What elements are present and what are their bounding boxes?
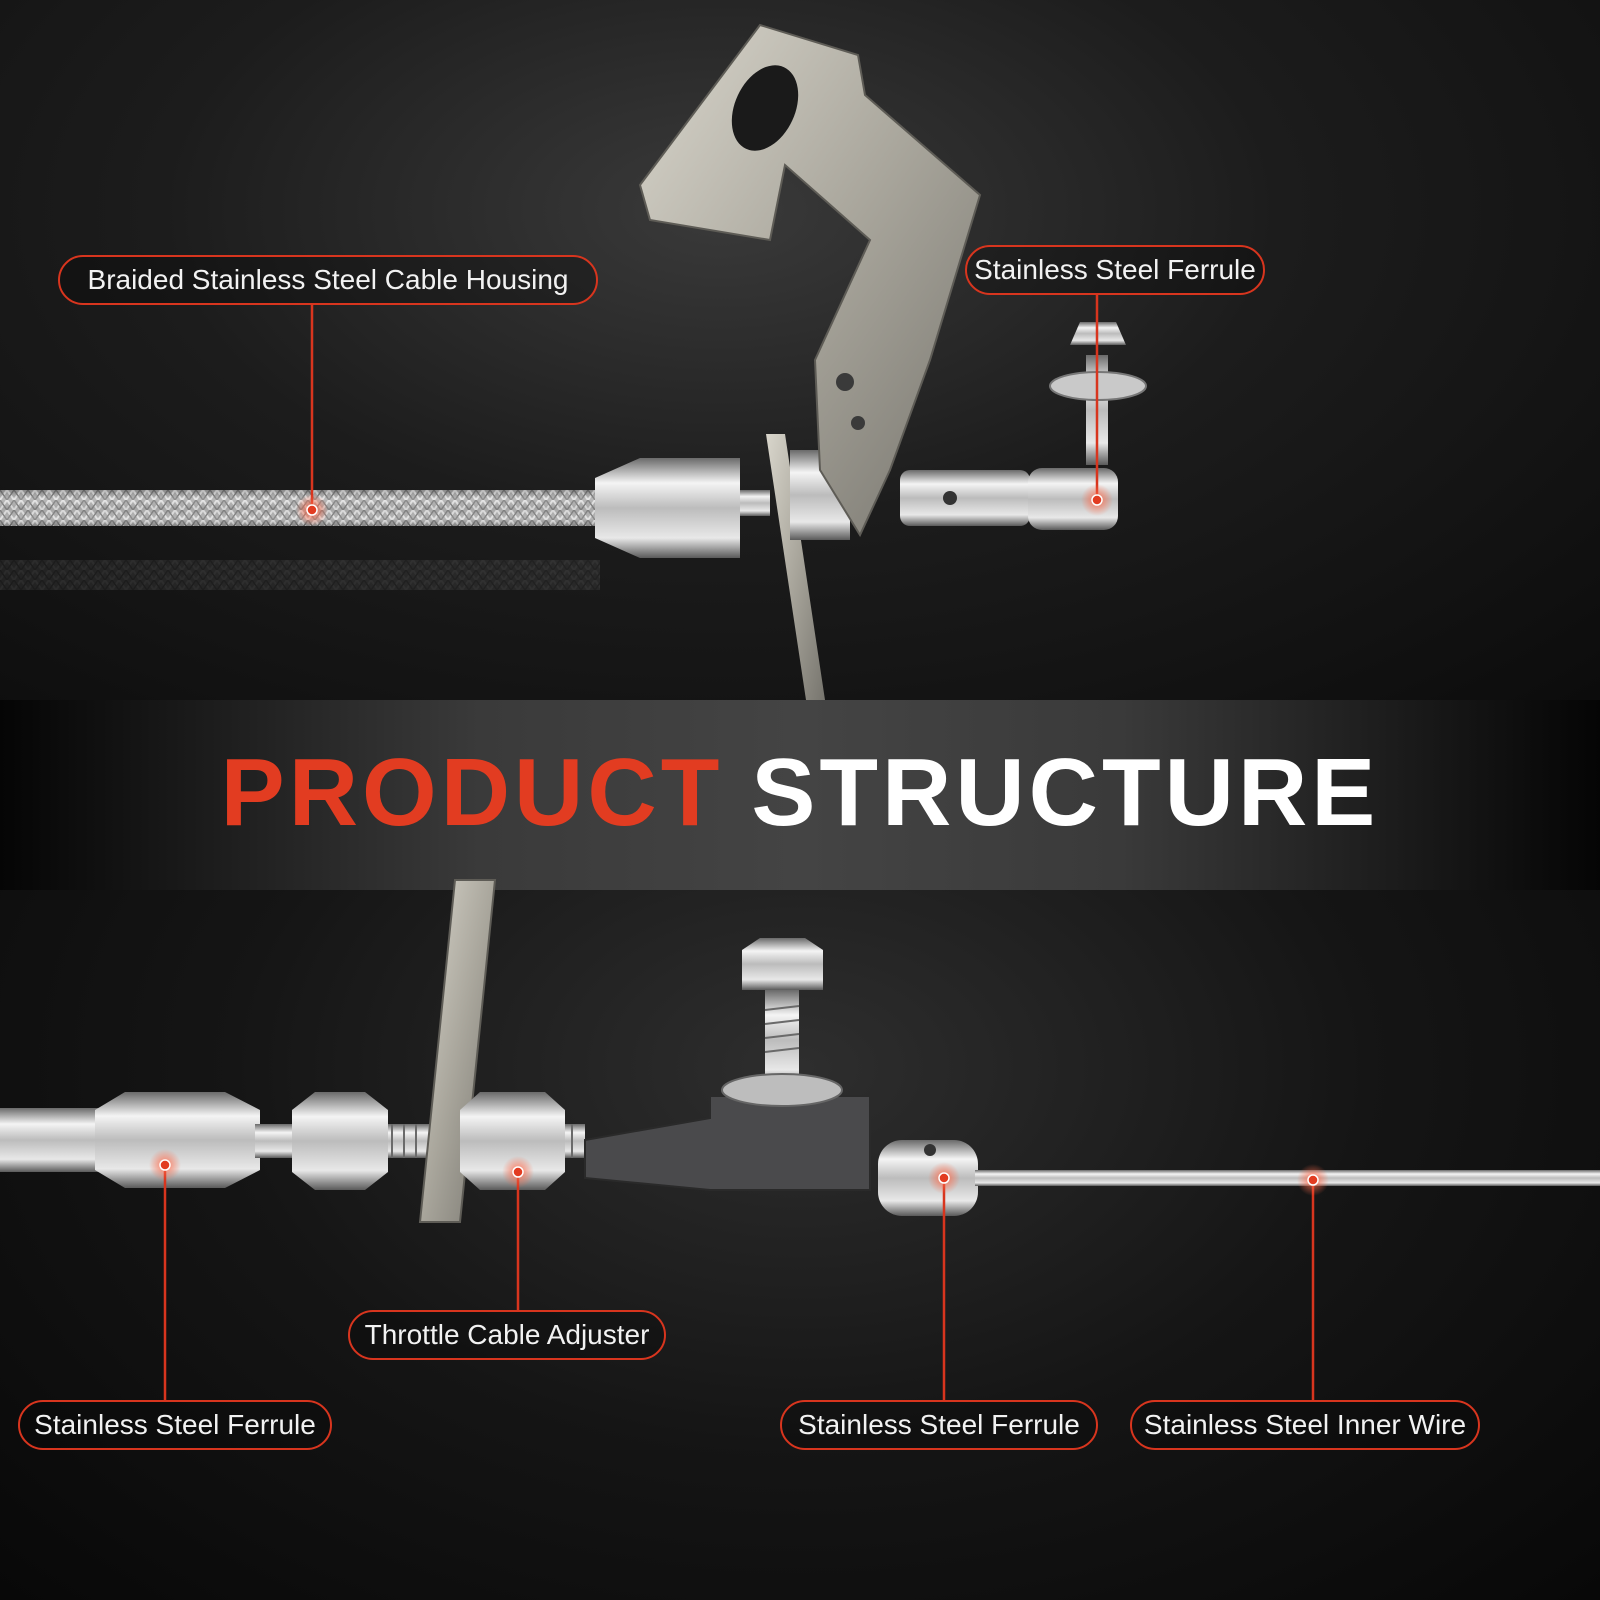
top-hex-fitting: [595, 458, 740, 558]
inner-wire: [975, 1170, 1600, 1186]
top-assembly: [0, 23, 1147, 700]
title-word-product: PRODUCT: [220, 739, 724, 846]
callout-braided-housing: Braided Stainless Steel Cable Housing: [58, 255, 598, 305]
black-stud: [584, 1095, 871, 1191]
top-barrel: [900, 470, 1030, 526]
callout-throttle-cable-adjuster: Throttle Cable Adjuster: [348, 1310, 666, 1360]
bottom-photo-background: [0, 890, 1600, 1600]
callout-inner-wire: Stainless Steel Inner Wire: [1130, 1400, 1480, 1450]
bottom-hex-ferrule: [95, 1092, 260, 1188]
title-word-structure: STRUCTURE: [751, 739, 1380, 846]
bottom-nut-left: [292, 1092, 388, 1190]
callout-top-ferrule: Stainless Steel Ferrule: [965, 245, 1265, 295]
throttle-adjuster-nut: [460, 1092, 565, 1190]
title-band: [0, 700, 1600, 890]
top-mounting-plate: [766, 434, 825, 700]
callout-bottom-ferrule-left: Stainless Steel Ferrule: [18, 1400, 332, 1450]
bottom-tube: [0, 1108, 110, 1172]
callout-bottom-ferrule-right: Stainless Steel Ferrule: [780, 1400, 1098, 1450]
throttle-bracket: [638, 23, 982, 538]
dot-markers: [149, 484, 1329, 1196]
bottom-assembly: [0, 879, 1600, 1223]
leader-lines: [163, 293, 1315, 1400]
bottom-mounting-plate: [418, 879, 497, 1223]
